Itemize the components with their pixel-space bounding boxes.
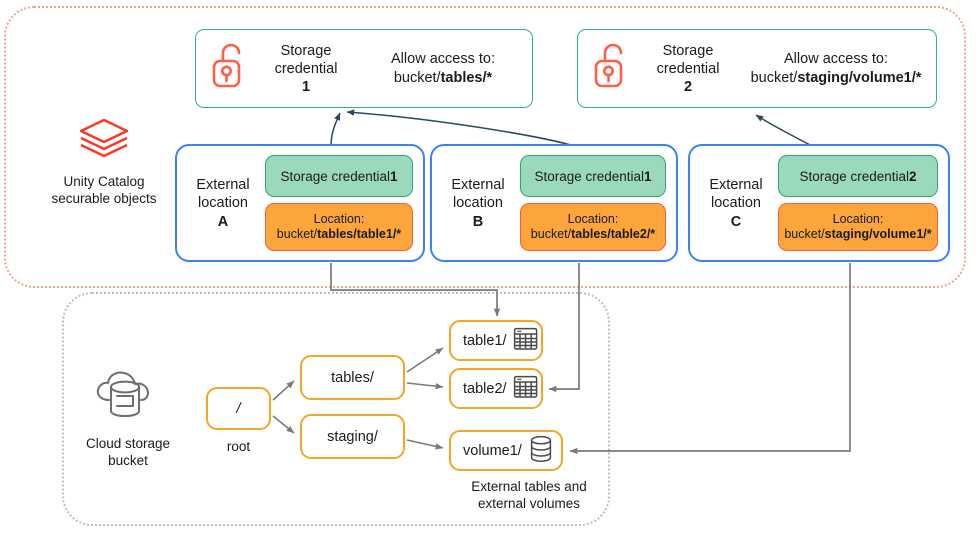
cloud-storage-legend: Cloud storage bucket <box>53 368 203 469</box>
external-location-b-credential-chip[interactable]: Storage credential 1 <box>520 155 666 197</box>
external-location-a[interactable]: External location A Storage credential 1… <box>175 144 425 262</box>
external-location-a-stack: Storage credential 1 Location: bucket/ta… <box>261 147 423 259</box>
wire-root-to-staging <box>272 415 295 434</box>
cloud-storage-legend-line2: bucket <box>108 453 148 468</box>
storage-credential-2-allow-label: Allow access to: <box>784 50 888 67</box>
external-location-a-location-path: bucket/tables/table1/* <box>276 227 402 241</box>
external-location-a-label: External location A <box>185 176 261 231</box>
wire-tables-to-table1 <box>406 347 444 373</box>
tree-node-root-caption: root <box>226 439 251 454</box>
unity-catalog-region <box>4 6 966 288</box>
wire-extloc-b-to-table2 <box>548 263 580 393</box>
external-location-c-letter: C <box>730 213 742 230</box>
external-location-b[interactable]: External location B Storage credential 1… <box>430 144 678 262</box>
external-location-b-stack: Storage credential 1 Location: bucket/ta… <box>516 147 676 259</box>
storage-credential-2-title-line1: Storage <box>662 42 714 59</box>
tree-node-root[interactable]: / <box>206 387 271 430</box>
wire-extloc-a-to-table1 <box>330 263 501 317</box>
external-tables-volumes-caption: External tables and external volumes <box>434 478 624 512</box>
wire-tables-to-table2 <box>406 382 444 390</box>
external-location-c-location-path: bucket/staging/volume1/* <box>784 227 932 241</box>
external-location-a-label-line1: External <box>196 176 250 193</box>
storage-credential-2-allow: Allow access to: bucket/staging/volume1/… <box>736 50 936 88</box>
database-cylinder-icon <box>528 435 554 467</box>
databricks-layers-icon <box>29 116 179 167</box>
external-location-a-location-chip[interactable]: Location: bucket/tables/table1/* <box>265 203 413 251</box>
external-tables-volumes-caption-line1: External tables and <box>471 479 587 494</box>
storage-credential-2-title-line2: credential <box>656 60 720 77</box>
external-location-b-label-line2: location <box>453 194 503 211</box>
tree-node-table2-label: table2/ <box>463 380 507 397</box>
external-location-a-label-line2: location <box>198 194 248 211</box>
unlocked-padlock-icon <box>592 41 632 96</box>
storage-credential-1-number: 1 <box>301 78 311 95</box>
external-location-b-location-label: Location: <box>567 212 619 226</box>
external-location-b-location-chip[interactable]: Location: bucket/tables/table2/* <box>520 203 666 251</box>
wire-extloc-a-to-credential-1 <box>330 112 341 147</box>
external-location-c-label-line2: location <box>711 194 761 211</box>
external-location-a-location-label: Location: <box>313 212 365 226</box>
unity-catalog-legend-line2: securable objects <box>51 191 157 206</box>
external-tables-volumes-caption-line2: external volumes <box>477 496 581 511</box>
storage-credential-card-1[interactable]: Storage credential 1 Allow access to: bu… <box>195 29 533 108</box>
tree-node-tables[interactable]: tables/ <box>300 355 405 400</box>
tree-node-table2[interactable]: table2/ <box>449 368 543 409</box>
cloud-storage-region <box>62 292 610 526</box>
unlocked-padlock-icon <box>210 41 250 96</box>
table-grid-icon <box>513 327 539 355</box>
tree-node-staging[interactable]: staging/ <box>300 414 405 459</box>
cloud-storage-legend-line1: Cloud storage <box>85 436 171 451</box>
storage-credential-2-path: bucket/staging/volume1/* <box>750 69 922 86</box>
tree-node-table1-label: table1/ <box>463 332 507 349</box>
storage-credential-2-number: 2 <box>683 78 693 95</box>
external-location-c-stack: Storage credential 2 Location: bucket/st… <box>774 147 948 259</box>
external-location-c-label: External location C <box>698 176 774 231</box>
storage-credential-2-title: Storage credential 2 <box>640 42 736 96</box>
storage-credential-card-2[interactable]: Storage credential 2 Allow access to: bu… <box>577 29 937 108</box>
external-location-c-credential-chip[interactable]: Storage credential 2 <box>778 155 938 197</box>
external-location-c-location-chip[interactable]: Location: bucket/staging/volume1/* <box>778 203 938 251</box>
external-location-c-location-label: Location: <box>832 212 884 226</box>
external-location-a-credential-chip[interactable]: Storage credential 1 <box>265 155 413 197</box>
external-location-c[interactable]: External location C Storage credential 2… <box>688 144 950 262</box>
storage-credential-1-title-line1: Storage <box>280 42 332 59</box>
table-grid-icon <box>513 375 539 403</box>
external-location-b-location-path: bucket/tables/table2/* <box>530 227 656 241</box>
external-location-a-letter: A <box>217 213 229 230</box>
storage-credential-1-title: Storage credential 1 <box>258 42 354 96</box>
storage-credential-1-title-line2: credential <box>274 60 338 77</box>
tree-node-volume1-label: volume1/ <box>463 442 522 459</box>
external-location-b-label-line1: External <box>451 176 505 193</box>
cloud-database-icon <box>53 368 203 429</box>
tree-node-volume1[interactable]: volume1/ <box>449 430 563 471</box>
wire-root-to-tables <box>272 380 295 401</box>
external-location-b-letter: B <box>472 213 484 230</box>
storage-credential-1-path: bucket/tables/* <box>393 69 493 86</box>
wire-staging-to-volume1 <box>406 439 444 450</box>
external-location-c-label-line1: External <box>709 176 763 193</box>
tree-node-table1[interactable]: table1/ <box>449 320 543 361</box>
wire-extloc-c-to-volume1 <box>569 263 851 455</box>
unity-catalog-legend-line1: Unity Catalog <box>63 174 145 189</box>
external-location-b-label: External location B <box>440 176 516 231</box>
unity-catalog-legend: Unity Catalog securable objects <box>29 116 179 207</box>
storage-credential-1-allow-label: Allow access to: <box>391 50 495 67</box>
storage-credential-1-allow: Allow access to: bucket/tables/* <box>354 50 532 88</box>
